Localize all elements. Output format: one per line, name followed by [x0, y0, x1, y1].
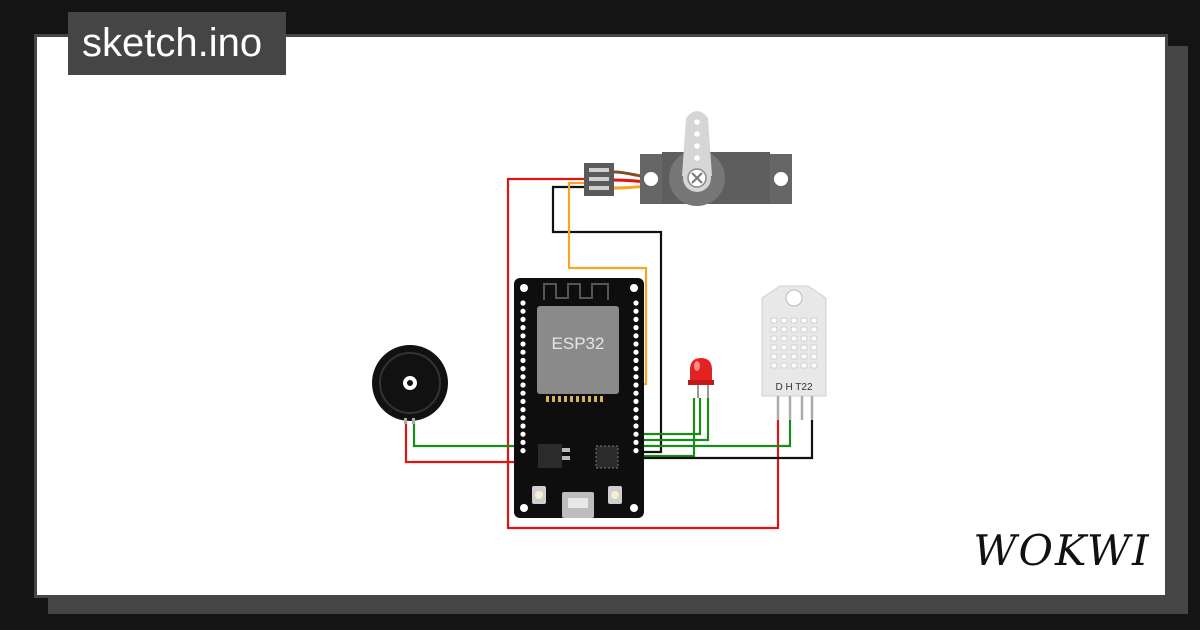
header-pin[interactable] — [520, 316, 526, 322]
header-pin[interactable] — [520, 357, 526, 363]
header-pin[interactable] — [520, 349, 526, 355]
servo-motor[interactable] — [584, 111, 792, 206]
wire-green-led-a[interactable] — [638, 398, 702, 436]
header-pin[interactable] — [520, 390, 526, 396]
dht-vent — [800, 326, 808, 333]
header-pin[interactable] — [520, 374, 526, 380]
dht22-sensor[interactable]: D H T22 — [761, 285, 827, 420]
header-pin[interactable] — [633, 308, 639, 314]
wokwi-logo: WOKWI — [973, 526, 1150, 575]
dht-vent — [790, 335, 798, 342]
file-tab-sketch[interactable]: sketch.ino — [68, 12, 286, 75]
wire-red-buzzer[interactable] — [404, 420, 522, 464]
header-pin[interactable] — [633, 439, 639, 445]
dht-vent — [810, 353, 818, 360]
header-pin[interactable] — [633, 415, 639, 421]
header-pin[interactable] — [520, 439, 526, 445]
dht-vent — [790, 326, 798, 333]
header-pin[interactable] — [633, 407, 639, 413]
header-pin[interactable] — [520, 423, 526, 429]
dht-vent — [790, 362, 798, 369]
header-pin[interactable] — [633, 325, 639, 331]
dht-vent — [770, 326, 778, 333]
header-pin[interactable] — [520, 448, 526, 454]
dht-vent — [810, 335, 818, 342]
header-pin[interactable] — [520, 308, 526, 314]
header-pin[interactable] — [520, 398, 526, 404]
dht-vent — [800, 317, 808, 324]
dht-vent — [780, 326, 788, 333]
header-pin[interactable] — [633, 366, 639, 372]
esp32-board[interactable]: ESP32 — [514, 278, 644, 518]
dht-vent — [780, 353, 788, 360]
wire-orange-servo-signal[interactable] — [567, 181, 648, 386]
buzzer[interactable] — [372, 345, 448, 424]
header-pin[interactable] — [633, 448, 639, 454]
dht-vent — [770, 344, 778, 351]
dht-vent — [770, 317, 778, 324]
wire-green-dht-data[interactable] — [638, 420, 792, 448]
dht-vent — [770, 335, 778, 342]
dht-vent-grid — [770, 317, 818, 369]
wire-green-buzzer[interactable] — [412, 420, 522, 448]
dht-vent — [770, 362, 778, 369]
dht-vent — [810, 326, 818, 333]
header-pin[interactable] — [633, 423, 639, 429]
header-pin[interactable] — [520, 431, 526, 437]
dht-vent — [800, 335, 808, 342]
dht-vent — [790, 317, 798, 324]
header-pin[interactable] — [520, 341, 526, 347]
dht-vent — [790, 353, 798, 360]
dht-vent — [770, 353, 778, 360]
header-pin[interactable] — [633, 382, 639, 388]
header-pin[interactable] — [633, 357, 639, 363]
dht-vent — [780, 335, 788, 342]
wire-black-servo-ground[interactable] — [551, 185, 663, 454]
dht-vent — [790, 344, 798, 351]
header-pin[interactable] — [633, 390, 639, 396]
header-pin[interactable] — [633, 333, 639, 339]
red-led[interactable] — [688, 358, 714, 398]
dht-vent — [780, 362, 788, 369]
usb-uart-chip — [595, 445, 619, 469]
dht-vent — [810, 317, 818, 324]
header-pin[interactable] — [633, 398, 639, 404]
header-pin[interactable] — [633, 341, 639, 347]
header-pin[interactable] — [520, 415, 526, 421]
wire-green-led-b[interactable] — [638, 398, 710, 442]
header-pin[interactable] — [633, 300, 639, 306]
wires — [404, 177, 814, 530]
dht-vent — [800, 344, 808, 351]
dht-vent — [780, 344, 788, 351]
header-pin[interactable] — [633, 349, 639, 355]
dht-vent — [800, 362, 808, 369]
header-pin[interactable] — [633, 431, 639, 437]
dht-vent — [810, 344, 818, 351]
dht-vent — [780, 317, 788, 324]
wire-red-servo-power[interactable] — [506, 177, 780, 530]
wire-green-led-c[interactable] — [638, 398, 696, 458]
header-pin[interactable] — [520, 300, 526, 306]
header-pin[interactable] — [520, 333, 526, 339]
chip-label: ESP32 — [552, 334, 605, 353]
regulator-chip — [538, 444, 562, 468]
logo-text: WOKWI — [973, 526, 1150, 575]
header-pin[interactable] — [633, 316, 639, 322]
dht-pins — [776, 396, 814, 420]
wire-black-dht-ground[interactable] — [638, 420, 814, 460]
esp32-right-header — [633, 300, 639, 454]
dht-vent — [810, 362, 818, 369]
esp32-left-header — [520, 300, 526, 454]
header-pin[interactable] — [520, 366, 526, 372]
header-pin[interactable] — [520, 382, 526, 388]
header-pin[interactable] — [520, 325, 526, 331]
sensor-label: D H T22 — [775, 382, 812, 393]
header-pin[interactable] — [633, 374, 639, 380]
dht-vent — [800, 353, 808, 360]
antenna-trace — [543, 283, 609, 300]
header-pin[interactable] — [520, 407, 526, 413]
module-pads — [546, 396, 603, 402]
esp32-module — [537, 306, 619, 394]
